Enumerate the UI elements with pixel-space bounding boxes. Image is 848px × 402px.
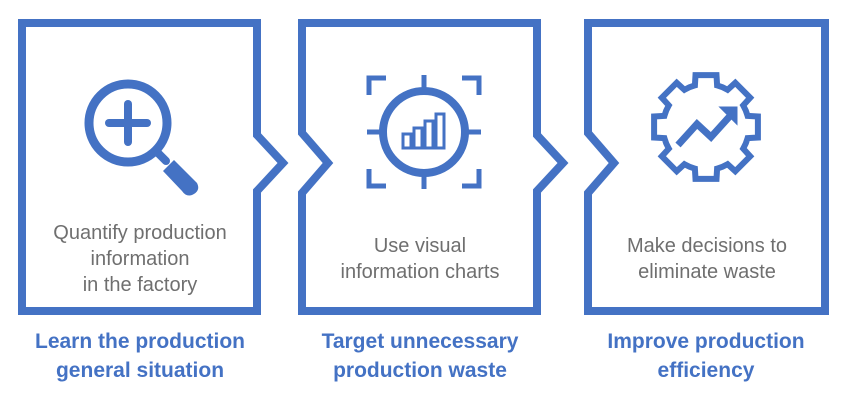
step-3-description: Make decisions to eliminate waste: [626, 235, 788, 283]
target-bar-chart-icon: [366, 75, 482, 189]
step-2-frame: [298, 19, 569, 315]
step-2-description: Use visual information charts: [340, 235, 500, 283]
step-1-frame: [18, 19, 289, 315]
step-2-caption: Target unnecessary production waste: [321, 330, 519, 382]
step-3-caption: Improve production efficiency: [607, 330, 805, 382]
magnifier-plus-icon: [84, 79, 199, 196]
step-3-frame: [584, 19, 829, 315]
step-1-description: Quantify production information in the f…: [53, 222, 227, 296]
step-1-caption: Learn the production general situation: [35, 330, 245, 382]
gear-trend-icon: [651, 72, 761, 182]
